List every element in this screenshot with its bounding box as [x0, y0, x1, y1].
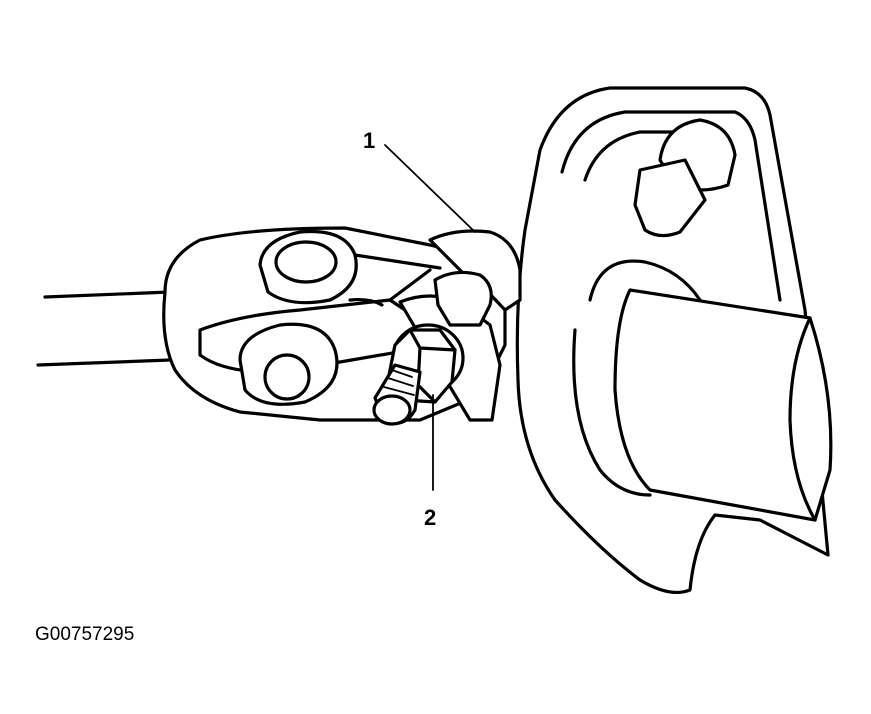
column-flange: [515, 86, 833, 594]
universal-joint: [162, 226, 507, 422]
figure-id: G00757295: [35, 624, 134, 645]
callout-1-leader: [384, 144, 476, 233]
callout-2-label: 2: [424, 505, 436, 530]
callout-1-label: 1: [363, 128, 375, 153]
pinch-clamp: [372, 229, 522, 426]
intermediate-shaft: [36, 290, 172, 367]
